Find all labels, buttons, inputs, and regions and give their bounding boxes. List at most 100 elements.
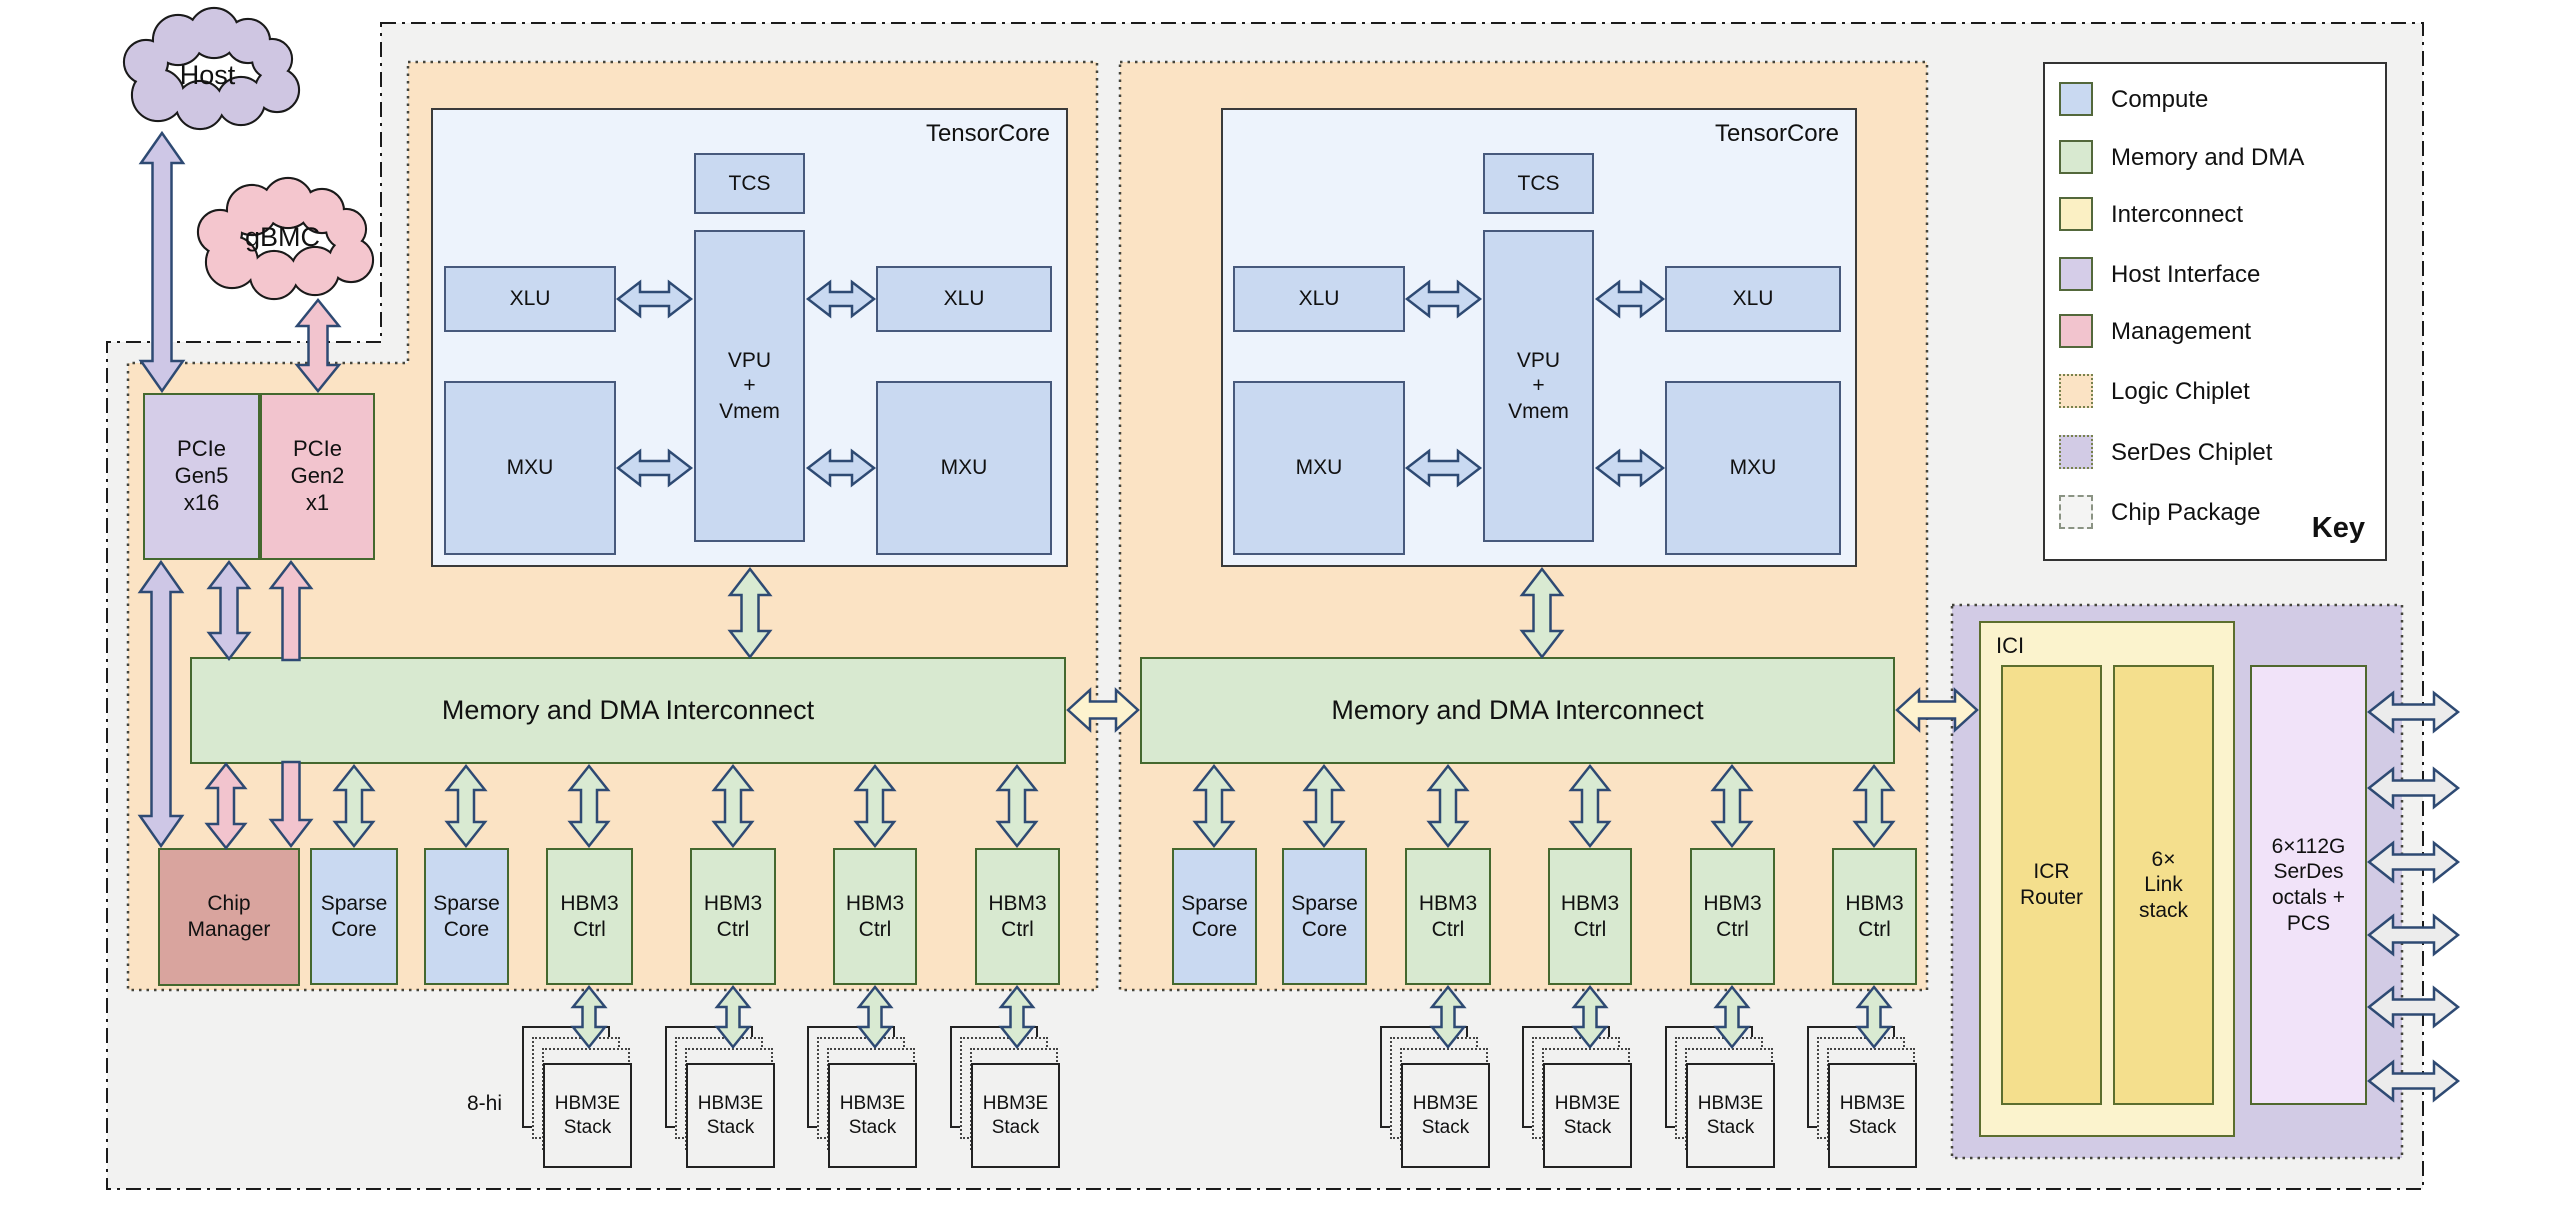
mxu-block: MXU [1233,381,1405,555]
arrow-serdes-external [2366,840,2461,884]
memory-dma-interconnect-right: Memory and DMA Interconnect [1140,657,1895,764]
arrow-interconnect-ici [1895,687,1979,733]
arrow-interconnect-block [995,763,1039,849]
arrow-pcie2-interconnect [268,559,314,662]
management-swatch [2059,314,2093,348]
link-stack-block: 6× Link stack [2113,665,2214,1105]
hbm3-ctrl-block: HBM3 Ctrl [1690,848,1775,985]
arrow-pcie5-chip-manager [137,559,185,849]
arrow-pcie2-chip-manager [268,760,314,849]
sparse-core-block: Sparse Core [310,848,398,985]
arrow-interconnect-block [1426,763,1470,849]
host-interface-swatch [2059,257,2093,291]
arrow-interconnect-block [1302,763,1346,849]
arrow-serdes-external [2366,1059,2461,1103]
arrow-serdes-external [2366,690,2461,734]
key-label: Compute [2111,86,2209,113]
stack-height-label: 8-hi [466,1092,502,1115]
arrow-interconnect-interconnect [1066,687,1140,733]
hbm3-ctrl-block: HBM3 Ctrl [690,848,776,985]
pcie-gen2-block: PCIe Gen2 x1 [260,393,375,560]
hbm3e-stack-block: HBM3E Stack [543,1063,632,1168]
arrow-interconnect-block [711,763,755,849]
key-row: Logic Chiplet [2045,374,2385,412]
xlu-block: XLU [444,266,616,332]
arrow-interconnect-block [444,763,488,849]
key-label: Chip Package [2111,499,2261,526]
tcs-block: TCS [694,153,805,214]
key-label: Host Interface [2111,261,2261,288]
arrow-interconnect-block [567,763,611,849]
mxu-block: MXU [444,381,616,555]
hbm3e-stack-block: HBM3E Stack [1543,1063,1632,1168]
pcie-gen5-block: PCIe Gen5 x16 [143,393,260,560]
arrow-interconnect-chip-manager [204,761,248,851]
key-legend: Compute Memory and DMA Interconnect Host… [2043,62,2387,561]
key-row: Management [2045,314,2385,352]
hbm3e-stack-block: HBM3E Stack [1401,1063,1490,1168]
hbm3e-stack-block: HBM3E Stack [971,1063,1060,1168]
key-row: Interconnect [2045,197,2385,235]
arrow-pcie5-interconnect [206,559,252,662]
chip-package-swatch [2059,495,2093,529]
logic-chiplet-swatch [2059,374,2093,408]
hbm3-ctrl-block: HBM3 Ctrl [975,848,1060,985]
hbm3-ctrl-block: HBM3 Ctrl [833,848,917,985]
arrow-host-pcie5 [138,130,186,394]
arrow-interconnect-block [1192,763,1236,849]
tcs-block: TCS [1483,153,1594,214]
arrow-tensorcore-interconnect [727,566,773,660]
arrow-serdes-external [2366,766,2461,810]
compute-swatch [2059,82,2093,116]
key-label: Memory and DMA [2111,144,2305,171]
arrow-interconnect-block [1710,763,1754,849]
tensorcore-right-label: TensorCore [1714,120,1839,147]
arrow-serdes-external [2366,985,2461,1029]
key-label: Logic Chiplet [2111,378,2250,405]
memory-dma-interconnect-left: Memory and DMA Interconnect [190,657,1066,764]
vpu-vmem-block: VPU + Vmem [1483,230,1594,542]
hbm3e-stack-block: HBM3E Stack [1828,1063,1917,1168]
hbm3-ctrl-block: HBM3 Ctrl [1548,848,1632,985]
arrow-interconnect-block [1568,763,1612,849]
chip-manager-block: Chip Manager [158,848,300,986]
sparse-core-block: Sparse Core [1172,848,1257,985]
host-cloud-label: Host [179,60,236,90]
key-label: SerDes Chiplet [2111,439,2273,466]
arrow-interconnect-block [853,763,897,849]
hbm3-ctrl-block: HBM3 Ctrl [1405,848,1491,985]
xlu-block: XLU [1233,266,1405,332]
arrow-tensorcore-interconnect [1519,566,1565,660]
hbm3e-stack-block: HBM3E Stack [1686,1063,1775,1168]
key-row: Compute [2045,82,2385,120]
serdes-octals-block: 6×112G SerDes octals + PCS [2250,665,2367,1105]
ici-label: ICI [1996,633,2025,658]
sparse-core-block: Sparse Core [1282,848,1367,985]
sparse-core-block: Sparse Core [424,848,509,985]
key-title: Key [2311,512,2365,544]
memory-swatch [2059,140,2093,174]
vpu-vmem-block: VPU + Vmem [694,230,805,542]
xlu-block: XLU [1665,266,1841,332]
hbm3-ctrl-block: HBM3 Ctrl [546,848,633,985]
hbm3-ctrl-block: HBM3 Ctrl [1832,848,1917,985]
icr-router-block: ICR Router [2001,665,2102,1105]
interconnect-swatch [2059,197,2093,231]
arrow-serdes-external [2366,913,2461,957]
key-label: Interconnect [2111,201,2244,228]
key-row: Host Interface [2045,257,2385,295]
arrow-interconnect-block [332,763,376,849]
hbm3e-stack-block: HBM3E Stack [686,1063,775,1168]
arrow-gbmc-pcie2 [294,298,342,393]
mxu-block: MXU [876,381,1052,555]
serdes-chiplet-swatch [2059,435,2093,469]
arrow-interconnect-block [1852,763,1896,849]
hbm3e-stack-block: HBM3E Stack [828,1063,917,1168]
key-label: Management [2111,318,2252,345]
key-row: SerDes Chiplet [2045,435,2385,473]
mxu-block: MXU [1665,381,1841,555]
tensorcore-left-label: TensorCore [925,120,1050,147]
key-row: Memory and DMA [2045,140,2385,178]
xlu-block: XLU [876,266,1052,332]
